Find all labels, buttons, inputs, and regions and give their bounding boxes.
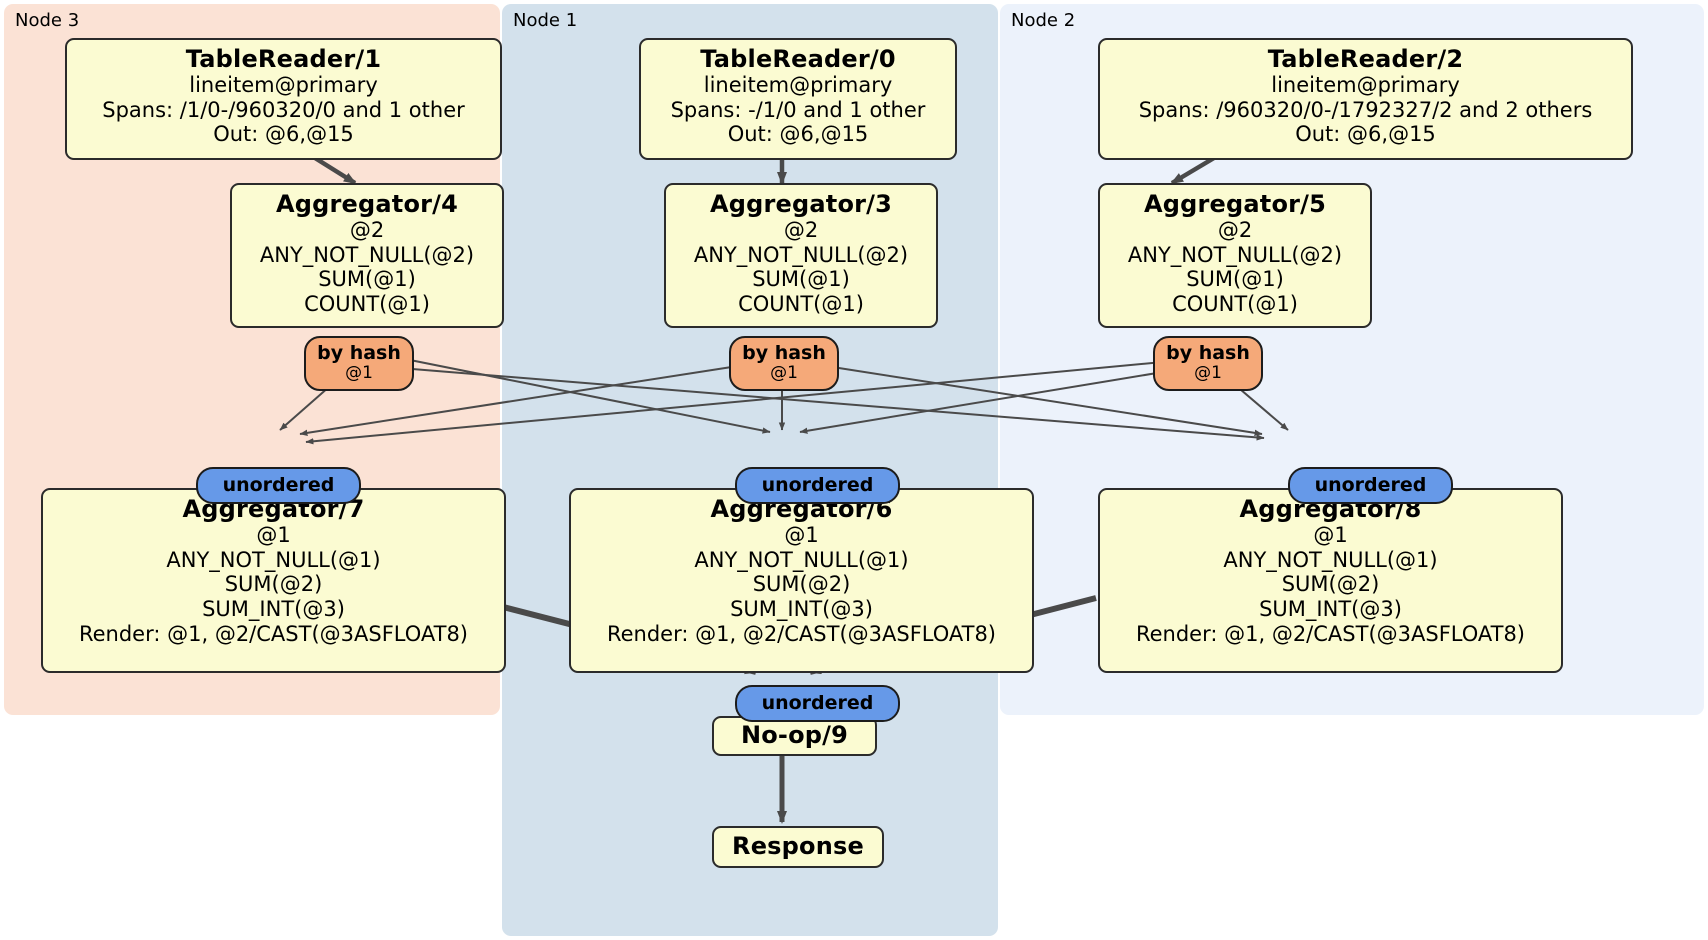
processor-detail-line: Spans: -/1/0 and 1 other xyxy=(670,97,926,122)
processor-detail-line: @1 xyxy=(256,522,291,547)
synchronizer-label: unordered xyxy=(761,691,874,714)
processor-detail-line: Render: @1, @2/CAST(@3ASFLOAT8) xyxy=(78,621,469,646)
processor-detail-line: Spans: /1/0-/960320/0 and 1 other xyxy=(102,97,465,122)
processor-detail-line: ANY_NOT_NULL(@1) xyxy=(1223,547,1438,572)
processor-detail-line: lineitem@primary xyxy=(703,72,893,97)
processor-detail-line: SUM_INT(@3) xyxy=(730,597,873,622)
processor-detail-line: SUM(@1) xyxy=(1186,267,1284,292)
processor-detail-line: COUNT(@1) xyxy=(738,292,864,317)
processor-detail-line: lineitem@primary xyxy=(1271,72,1460,97)
processor-title: Aggregator/5 xyxy=(1143,190,1327,218)
processor-detail-line: Render: @1, @2/CAST(@3ASFLOAT8) xyxy=(606,621,997,646)
processor-aggregator-6[interactable]: Aggregator/6 @1 ANY_NOT_NULL(@1) SUM(@2)… xyxy=(569,488,1034,673)
router-by-hash-right[interactable]: by hash @1 xyxy=(1153,336,1263,391)
node-panel-label-node1: Node 1 xyxy=(513,10,578,31)
processor-detail-line: Out: @6,@15 xyxy=(1295,122,1436,147)
processor-detail-line: Spans: /960320/0-/1792327/2 and 2 others xyxy=(1138,97,1593,122)
node-panel-label-node2: Node 2 xyxy=(1011,10,1076,31)
processor-detail-line: @2 xyxy=(349,217,385,242)
processor-title: Aggregator/4 xyxy=(275,190,459,218)
processor-detail-line: COUNT(@1) xyxy=(1172,292,1298,317)
synchronizer-label: unordered xyxy=(761,473,874,496)
processor-detail-line: ANY_NOT_NULL(@2) xyxy=(1127,242,1343,267)
processor-detail-line: SUM_INT(@3) xyxy=(1259,597,1402,622)
processor-title: No-op/9 xyxy=(740,721,849,749)
processor-detail-line: ANY_NOT_NULL(@1) xyxy=(166,547,381,572)
processor-aggregator-7[interactable]: Aggregator/7 @1 ANY_NOT_NULL(@1) SUM(@2)… xyxy=(41,488,506,673)
processor-detail-line: @1 xyxy=(784,522,819,547)
processor-noop-9[interactable]: No-op/9 xyxy=(712,716,877,756)
processor-detail-line: Render: @1, @2/CAST(@3ASFLOAT8) xyxy=(1135,621,1526,646)
processor-aggregator-4[interactable]: Aggregator/4 @2 ANY_NOT_NULL(@2) SUM(@1)… xyxy=(230,183,504,328)
processor-aggregator-3[interactable]: Aggregator/3 @2 ANY_NOT_NULL(@2) SUM(@1)… xyxy=(664,183,938,328)
processor-detail-line: SUM(@2) xyxy=(224,572,323,597)
processor-detail-line: SUM(@1) xyxy=(318,267,416,292)
processor-detail-line: Out: @6,@15 xyxy=(727,122,869,147)
synchronizer-unordered-center[interactable]: unordered xyxy=(735,467,900,504)
processor-detail-line: ANY_NOT_NULL(@1) xyxy=(694,547,909,572)
processor-detail-line: @1 xyxy=(1313,522,1348,547)
processor-title: TableReader/1 xyxy=(185,45,382,73)
processor-detail-line: Out: @6,@15 xyxy=(213,122,354,147)
processor-aggregator-5[interactable]: Aggregator/5 @2 ANY_NOT_NULL(@2) SUM(@1)… xyxy=(1098,183,1372,328)
processor-detail-line: @2 xyxy=(783,217,819,242)
router-type-label: by hash xyxy=(742,341,826,364)
processor-detail-line: @2 xyxy=(1217,217,1253,242)
router-by-hash-center[interactable]: by hash @1 xyxy=(729,336,839,391)
router-by-hash-left[interactable]: by hash @1 xyxy=(304,336,414,391)
processor-detail-line: lineitem@primary xyxy=(189,72,378,97)
processor-detail-line: ANY_NOT_NULL(@2) xyxy=(259,242,475,267)
synchronizer-unordered-right[interactable]: unordered xyxy=(1288,467,1453,504)
processor-detail-line: SUM(@1) xyxy=(752,267,850,292)
processor-detail-line: COUNT(@1) xyxy=(304,292,430,317)
processor-response[interactable]: Response xyxy=(712,826,884,868)
router-column-label: @1 xyxy=(770,362,798,383)
processor-table-reader-0[interactable]: TableReader/0 lineitem@primary Spans: -/… xyxy=(639,38,957,160)
processor-table-reader-2[interactable]: TableReader/2 lineitem@primary Spans: /9… xyxy=(1098,38,1633,160)
synchronizer-label: unordered xyxy=(1314,473,1427,496)
processor-title: Response xyxy=(732,832,864,860)
synchronizer-label: unordered xyxy=(222,473,335,496)
router-type-label: by hash xyxy=(317,341,401,364)
router-column-label: @1 xyxy=(1194,362,1222,383)
processor-title: TableReader/2 xyxy=(1267,45,1464,73)
processor-aggregator-8[interactable]: Aggregator/8 @1 ANY_NOT_NULL(@1) SUM(@2)… xyxy=(1098,488,1563,673)
processor-title: TableReader/0 xyxy=(700,45,896,73)
processor-detail-line: ANY_NOT_NULL(@2) xyxy=(693,242,909,267)
node-panel-label-node3: Node 3 xyxy=(15,10,80,31)
synchronizer-unordered-final[interactable]: unordered xyxy=(735,685,900,722)
processor-detail-line: SUM(@2) xyxy=(1281,572,1380,597)
router-type-label: by hash xyxy=(1166,341,1250,364)
synchronizer-unordered-left[interactable]: unordered xyxy=(196,467,361,504)
processor-table-reader-1[interactable]: TableReader/1 lineitem@primary Spans: /1… xyxy=(65,38,502,160)
router-column-label: @1 xyxy=(345,362,373,383)
processor-title: Aggregator/3 xyxy=(709,190,893,218)
processor-detail-line: SUM(@2) xyxy=(752,572,851,597)
processor-detail-line: SUM_INT(@3) xyxy=(202,597,345,622)
